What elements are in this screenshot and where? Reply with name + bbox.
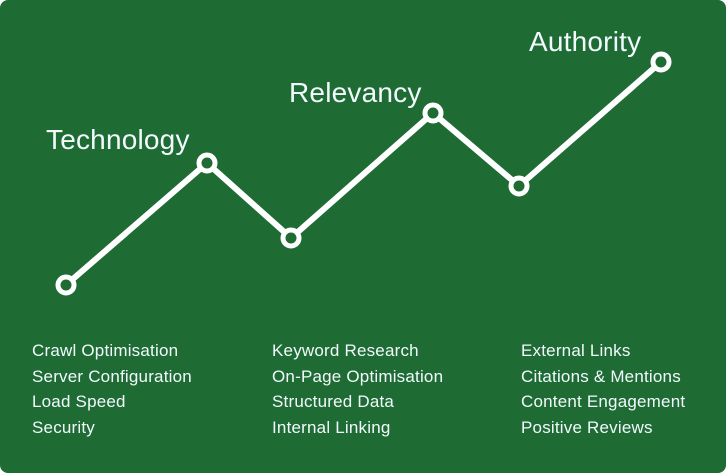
list-item: Internal Linking	[272, 418, 391, 438]
line-node-marker	[196, 152, 218, 174]
technology-item-list: Crawl Optimisation Server Configuration …	[32, 338, 192, 441]
list-item: Citations & Mentions	[521, 366, 681, 386]
list-item: Load Speed	[32, 392, 126, 412]
list-item: Structured Data	[272, 392, 395, 412]
list-item: Server Configuration	[32, 366, 192, 386]
list-item: Keyword Research	[272, 341, 419, 360]
pillar-label-authority: Authority	[529, 26, 642, 57]
list-item: On-Page Optimisation	[272, 366, 444, 386]
line-node-marker	[280, 227, 302, 249]
line-node-marker	[55, 274, 77, 296]
line-node-marker	[508, 175, 530, 197]
list-item: External Links	[521, 341, 631, 360]
list-item: Positive Reviews	[521, 418, 653, 438]
list-item: Security	[32, 418, 96, 438]
list-item: Content Engagement	[521, 392, 686, 412]
list-item: Crawl Optimisation	[32, 341, 179, 360]
line-node-marker	[650, 51, 672, 73]
line-node-marker	[422, 102, 444, 124]
pillar-label-technology: Technology	[46, 124, 190, 155]
authority-item-list: External Links Citations & Mentions Cont…	[521, 338, 685, 441]
pillar-label-relevancy: Relevancy	[289, 77, 422, 108]
relevancy-item-list: Keyword Research On-Page Optimisation St…	[272, 338, 443, 441]
